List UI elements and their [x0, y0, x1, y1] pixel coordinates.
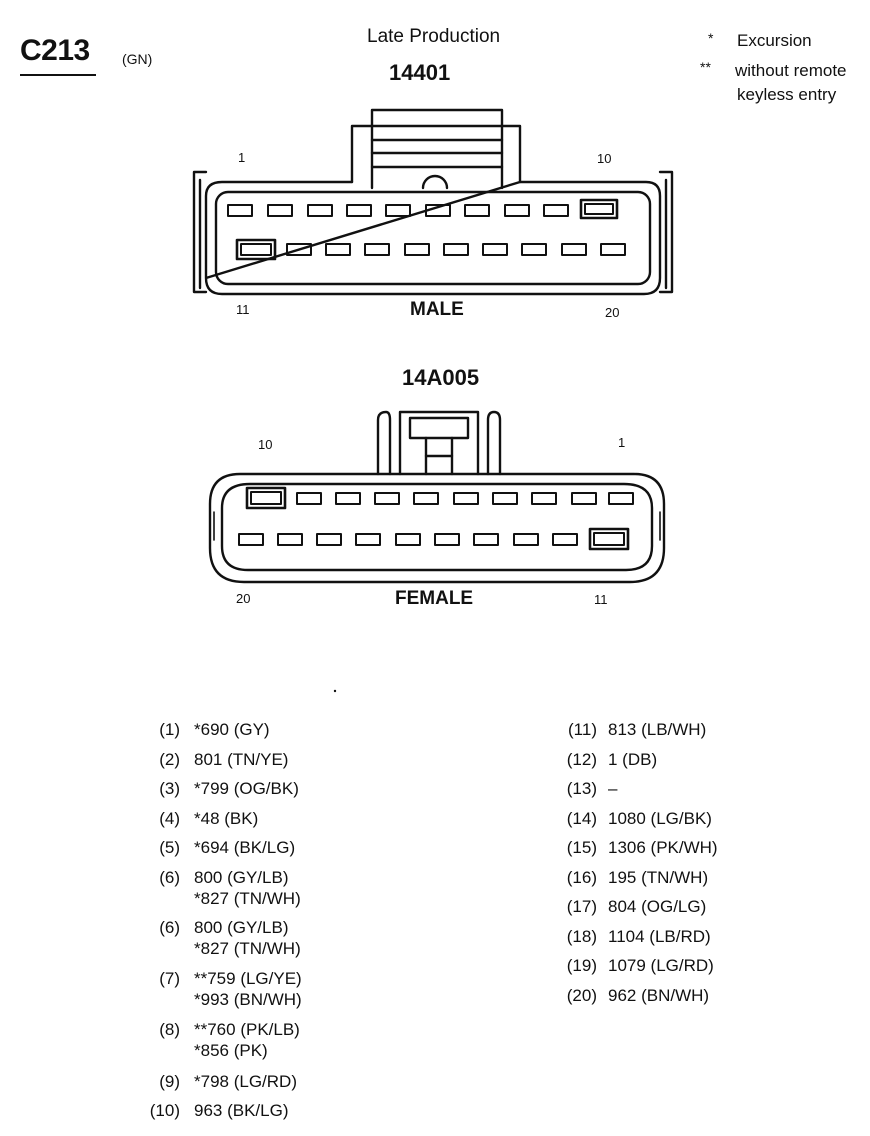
pinout-pin-number: (18)	[566, 927, 597, 946]
pinout-pin-number: (15)	[566, 838, 597, 857]
pinout-pin-number: (3)	[159, 779, 180, 798]
pinout-pin-number: (14)	[566, 809, 597, 828]
pinout-pin-number: (17)	[566, 897, 597, 916]
pinout-pin-number: (2)	[159, 750, 180, 769]
pinout-pin-number: (6)	[159, 918, 180, 937]
legend-text-excursion: Excursion	[737, 31, 812, 50]
pinout-pin-number: (16)	[566, 868, 597, 887]
pinout-pin-number: (7)	[159, 969, 180, 988]
pinout-circuit: 800 (GY/LB)	[194, 868, 289, 887]
pinout-circuit: *856 (PK)	[194, 1041, 268, 1060]
legend-symbol-excursion: *	[708, 30, 714, 46]
pinout-circuit: 962 (BN/WH)	[608, 986, 710, 1005]
pinout-pin-number: (12)	[566, 750, 597, 769]
pinout-circuit: *48 (BK)	[194, 809, 259, 828]
male-pin-label-11: 11	[236, 302, 250, 317]
pinout-pin-number: (1)	[159, 720, 180, 739]
legend-symbol-keyless: **	[700, 59, 711, 75]
production-label: Late Production	[367, 26, 501, 47]
female-pin-label-10: 10	[258, 437, 273, 452]
pinout-circuit: *993 (BN/WH)	[194, 990, 302, 1009]
pinout-circuit: 195 (TN/WH)	[608, 868, 709, 887]
connector-id-underline	[20, 74, 96, 76]
legend-text-keyless-line1: without remote	[735, 61, 847, 80]
female-pin-label-1: 1	[618, 435, 626, 450]
pinout-circuit: 1080 (LG/BK)	[608, 809, 712, 828]
male-pin-label-20: 20	[605, 305, 620, 320]
pinout-circuit: *799 (OG/BK)	[194, 779, 299, 798]
male-connector-drawing	[192, 108, 674, 296]
pinout-circuit: *798 (LG/RD)	[194, 1072, 297, 1091]
pinout-pin-number: (19)	[566, 956, 597, 975]
pinout-pin-number: (9)	[159, 1072, 180, 1091]
pinout-pin-number: (8)	[159, 1020, 180, 1039]
pinout-circuit: **759 (LG/YE)	[194, 969, 302, 988]
male-pin-label-10: 10	[597, 151, 612, 166]
pinout-circuit: *827 (TN/WH)	[194, 889, 301, 908]
pinout-circuit: *690 (GY)	[194, 720, 270, 739]
pinout-pin-number: (13)	[566, 779, 597, 798]
pinout-circuit: *827 (TN/WH)	[194, 939, 301, 958]
connector-color: (GN)	[122, 51, 153, 67]
connector-id: C213	[20, 34, 90, 67]
pinout-pin-number: (5)	[159, 838, 180, 857]
pinout-circuit: 1104 (LB/RD)	[608, 927, 711, 946]
pinout-circuit: 813 (LB/WH)	[608, 720, 707, 739]
pinout-pin-number: (20)	[566, 986, 597, 1005]
pinout-circuit: 1306 (PK/WH)	[608, 838, 718, 857]
female-pin-label-20: 20	[236, 591, 251, 606]
male-pin-label-1: 1	[238, 150, 246, 165]
pinout-circuit: **760 (PK/LB)	[194, 1020, 300, 1039]
pinout-circuit: 1 (DB)	[608, 750, 658, 769]
print-speck	[333, 689, 337, 693]
pinout-pin-number: (10)	[149, 1101, 180, 1120]
legend-text-keyless-line2: keyless entry	[737, 85, 837, 104]
pinout-circuit: 804 (OG/LG)	[608, 897, 707, 916]
female-connector-drawing	[208, 410, 666, 584]
pinout-circuit: 963 (BK/LG)	[194, 1101, 289, 1120]
male-label: MALE	[410, 299, 464, 320]
pinout-circuit: 800 (GY/LB)	[194, 918, 289, 937]
pinout-circuit: *694 (BK/LG)	[194, 838, 296, 857]
pinout-pin-number: (6)	[159, 868, 180, 887]
pinout-circuit: 1079 (LG/RD)	[608, 956, 714, 975]
pinout-pin-number: (4)	[159, 809, 180, 828]
male-part-number: 14401	[389, 60, 451, 85]
pinout-pin-number: (11)	[568, 720, 597, 739]
female-part-number: 14A005	[402, 365, 480, 390]
pinout-circuit: –	[608, 779, 618, 798]
female-label: FEMALE	[395, 588, 474, 609]
pinout-circuit: 801 (TN/YE)	[194, 750, 289, 769]
female-pin-label-11: 11	[594, 592, 608, 607]
